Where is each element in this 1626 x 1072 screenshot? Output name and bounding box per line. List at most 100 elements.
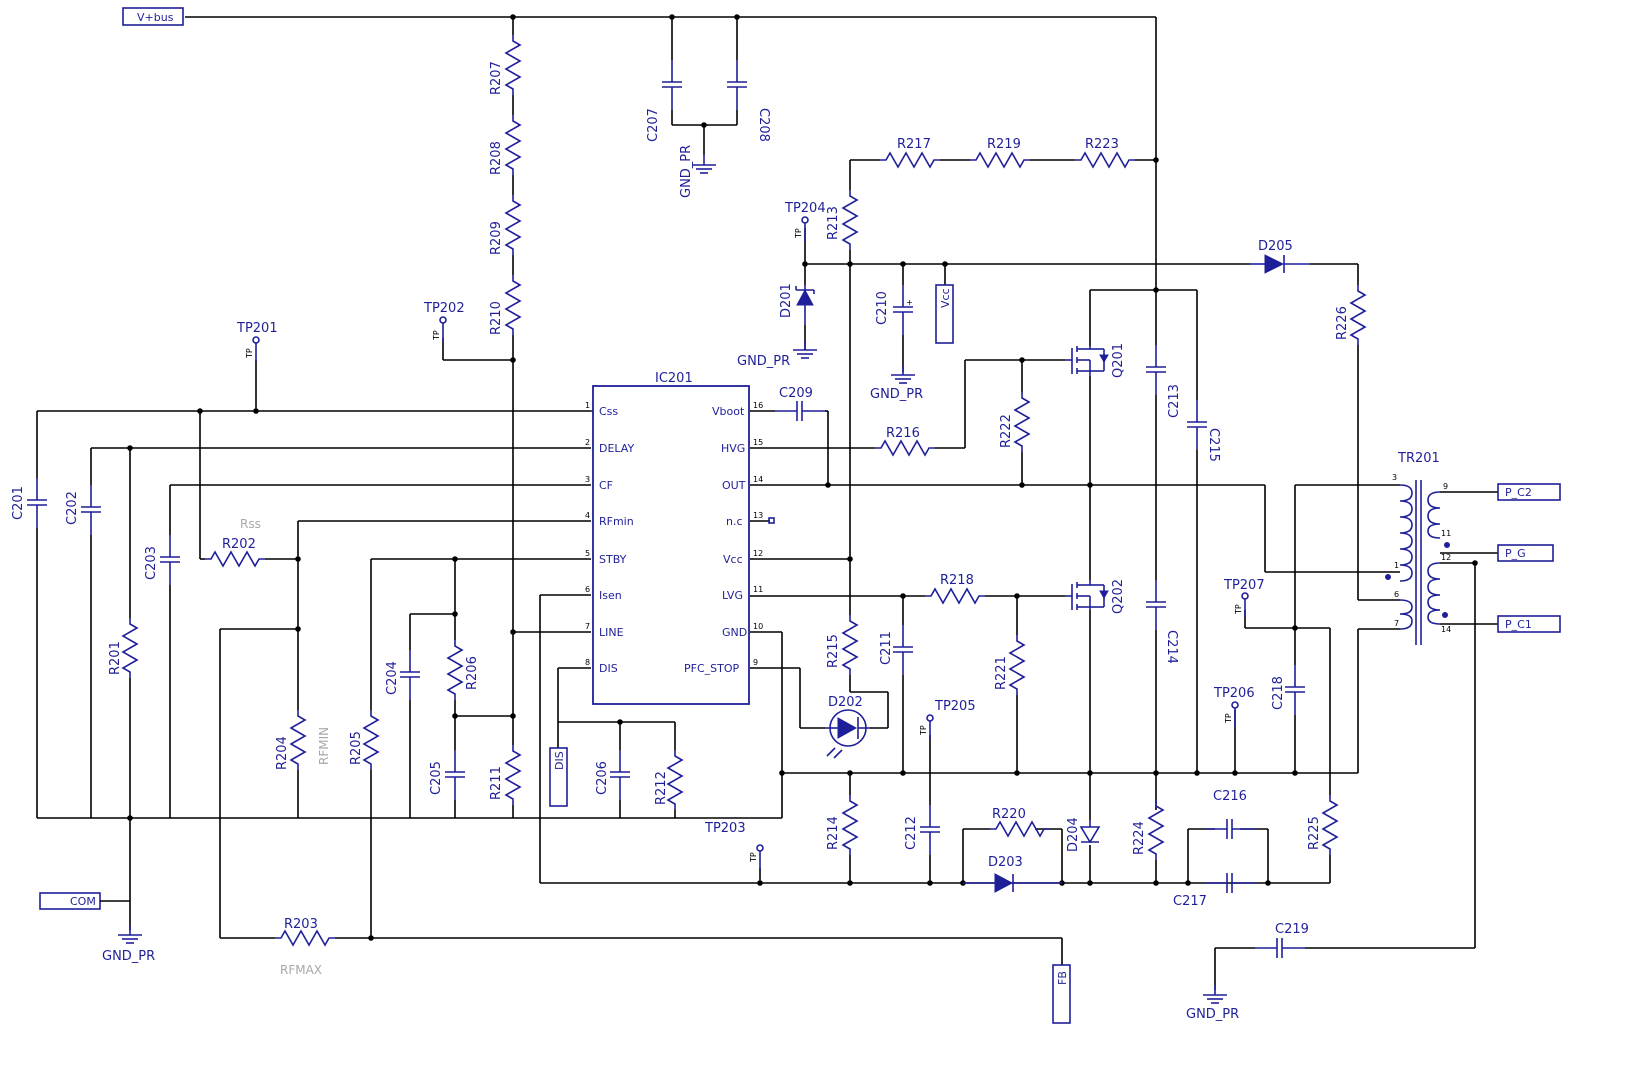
r218-label: R218 xyxy=(940,573,974,588)
r215-label: R215 xyxy=(826,634,841,668)
svg-text:2: 2 xyxy=(585,438,590,447)
grounds: GND_PR GND_PR GND_PR GND_PR GND_PR xyxy=(102,145,1239,1022)
c212-label: C212 xyxy=(904,816,919,850)
svg-text:TP: TP xyxy=(749,852,758,863)
tp205-label: TP205 xyxy=(934,699,976,714)
pin-gnd: GND xyxy=(722,626,747,639)
svg-text:9: 9 xyxy=(753,658,758,667)
ic-left-pins: 1 Css 2 DELAY 3 CF 4 RFmin 5 STBY 6 Isen… xyxy=(585,401,634,675)
pin-vboot: Vboot xyxy=(712,405,745,418)
gnd-label-4: GND_PR xyxy=(102,949,155,964)
q201: Q201 xyxy=(1065,343,1126,378)
rfmin-note: RFMIN xyxy=(317,727,331,765)
c211-label: C211 xyxy=(879,631,894,665)
port-fb: FB xyxy=(1056,971,1069,985)
pin-pfc-stop: PFC_STOP xyxy=(684,662,740,675)
tp202-label: TP202 xyxy=(423,301,465,316)
tp206-label: TP206 xyxy=(1213,686,1255,701)
c218-label: C218 xyxy=(1271,676,1286,710)
r213-label: R213 xyxy=(826,206,841,240)
svg-text:8: 8 xyxy=(585,658,590,667)
svg-text:12: 12 xyxy=(753,549,763,558)
c201-label: C201 xyxy=(11,486,26,520)
r204-label: R204 xyxy=(275,736,290,770)
svg-text:TP: TP xyxy=(794,228,803,239)
svg-text:1: 1 xyxy=(1394,561,1399,570)
pin-lvg: LVG xyxy=(722,589,743,602)
r219-label: R219 xyxy=(987,137,1021,152)
q202-label: Q202 xyxy=(1111,579,1126,614)
tp204-label: TP204 xyxy=(784,201,826,216)
ic201: IC201 1 Css 2 DELAY 3 CF 4 RFmin 5 STBY … xyxy=(585,371,775,705)
d205: D205 xyxy=(1250,239,1310,274)
svg-text:14: 14 xyxy=(753,475,763,484)
svg-text:4: 4 xyxy=(585,511,590,520)
r208-label: R208 xyxy=(489,141,504,175)
svg-text:3: 3 xyxy=(1392,473,1397,482)
svg-text:3: 3 xyxy=(585,475,590,484)
svg-text:11: 11 xyxy=(1441,529,1451,538)
pin-cf: CF xyxy=(599,479,613,492)
c205-label: C205 xyxy=(429,761,444,795)
tp203-label: TP203 xyxy=(704,821,746,836)
pin-hvg: HVG xyxy=(721,442,745,455)
port-p-c2: P_C2 xyxy=(1505,486,1532,499)
svg-text:TP: TP xyxy=(919,725,928,736)
r224-label: R224 xyxy=(1132,821,1147,855)
ports: V+bus COM FB DIS Vcc P_C2 P_G P_C1 xyxy=(39,7,1561,1024)
svg-text:12: 12 xyxy=(1441,553,1451,562)
svg-text:13: 13 xyxy=(753,511,763,520)
svg-text:11: 11 xyxy=(753,585,763,594)
q201-label: Q201 xyxy=(1111,343,1126,378)
r222-label: R222 xyxy=(999,414,1014,448)
r203-label: R203 xyxy=(284,917,318,932)
gnd-label-3: GND_PR xyxy=(870,387,923,402)
r210-label: R210 xyxy=(489,301,504,335)
r214-label: R214 xyxy=(826,816,841,850)
test-points: TP201 TP TP202 TP TP203 TP TP204 TP TP20… xyxy=(236,201,1265,871)
pin-vcc: Vcc xyxy=(723,553,743,566)
gnd-label-5: GND_PR xyxy=(1186,1007,1239,1022)
ic201-label: IC201 xyxy=(655,371,693,386)
c206-label: C206 xyxy=(595,761,610,795)
q202: Q202 xyxy=(1065,579,1126,614)
port-dis: DIS xyxy=(553,751,566,770)
pin-dis: DIS xyxy=(599,662,618,675)
c202-label: C202 xyxy=(65,491,80,525)
r220-label: R220 xyxy=(992,807,1026,822)
svg-text:7: 7 xyxy=(1394,619,1399,628)
d203: D203 xyxy=(963,855,1062,893)
svg-text:9: 9 xyxy=(1443,482,1448,491)
r207-label: R207 xyxy=(489,61,504,95)
junctions xyxy=(127,14,1478,941)
c209-label: C209 xyxy=(779,386,813,401)
port-p-c1: P_C1 xyxy=(1505,618,1532,631)
d201: D201 xyxy=(779,283,815,325)
c219-label: C219 xyxy=(1275,922,1309,937)
transformer-tr201: TR201 3 6 7 1 9 11 12 14 xyxy=(1385,451,1451,645)
svg-text:7: 7 xyxy=(585,622,590,631)
pin-rfmin: RFmin xyxy=(599,515,634,528)
d204: D204 xyxy=(1066,817,1101,852)
transistors: Q201 Q202 xyxy=(1065,343,1126,614)
wires xyxy=(36,16,1498,990)
r206-label: R206 xyxy=(465,656,480,690)
svg-text:15: 15 xyxy=(753,438,763,447)
c214-label: C214 xyxy=(1164,630,1179,664)
port-com: COM xyxy=(70,895,96,908)
r209-label: R209 xyxy=(489,221,504,255)
r217-label: R217 xyxy=(897,137,931,152)
port-vbus: V+bus xyxy=(137,11,174,24)
capacitors: C201 C202 C203 C204 C205 C206 C207 C208 … xyxy=(11,59,1309,959)
r202-label: R202 xyxy=(222,537,256,552)
r211-label: R211 xyxy=(489,766,504,800)
r225-label: R225 xyxy=(1307,816,1322,850)
ic-right-pins: 16 Vboot 15 HVG 14 OUT 13 n.c 12 Vcc 11 … xyxy=(684,401,763,675)
svg-text:+: + xyxy=(906,298,913,307)
c208-label: C208 xyxy=(756,108,771,142)
rfmax-note: RFMAX xyxy=(280,963,322,977)
c216-label: C216 xyxy=(1213,789,1247,804)
svg-text:TP: TP xyxy=(432,330,441,341)
svg-text:TP: TP xyxy=(1234,604,1243,615)
svg-text:6: 6 xyxy=(585,585,590,594)
